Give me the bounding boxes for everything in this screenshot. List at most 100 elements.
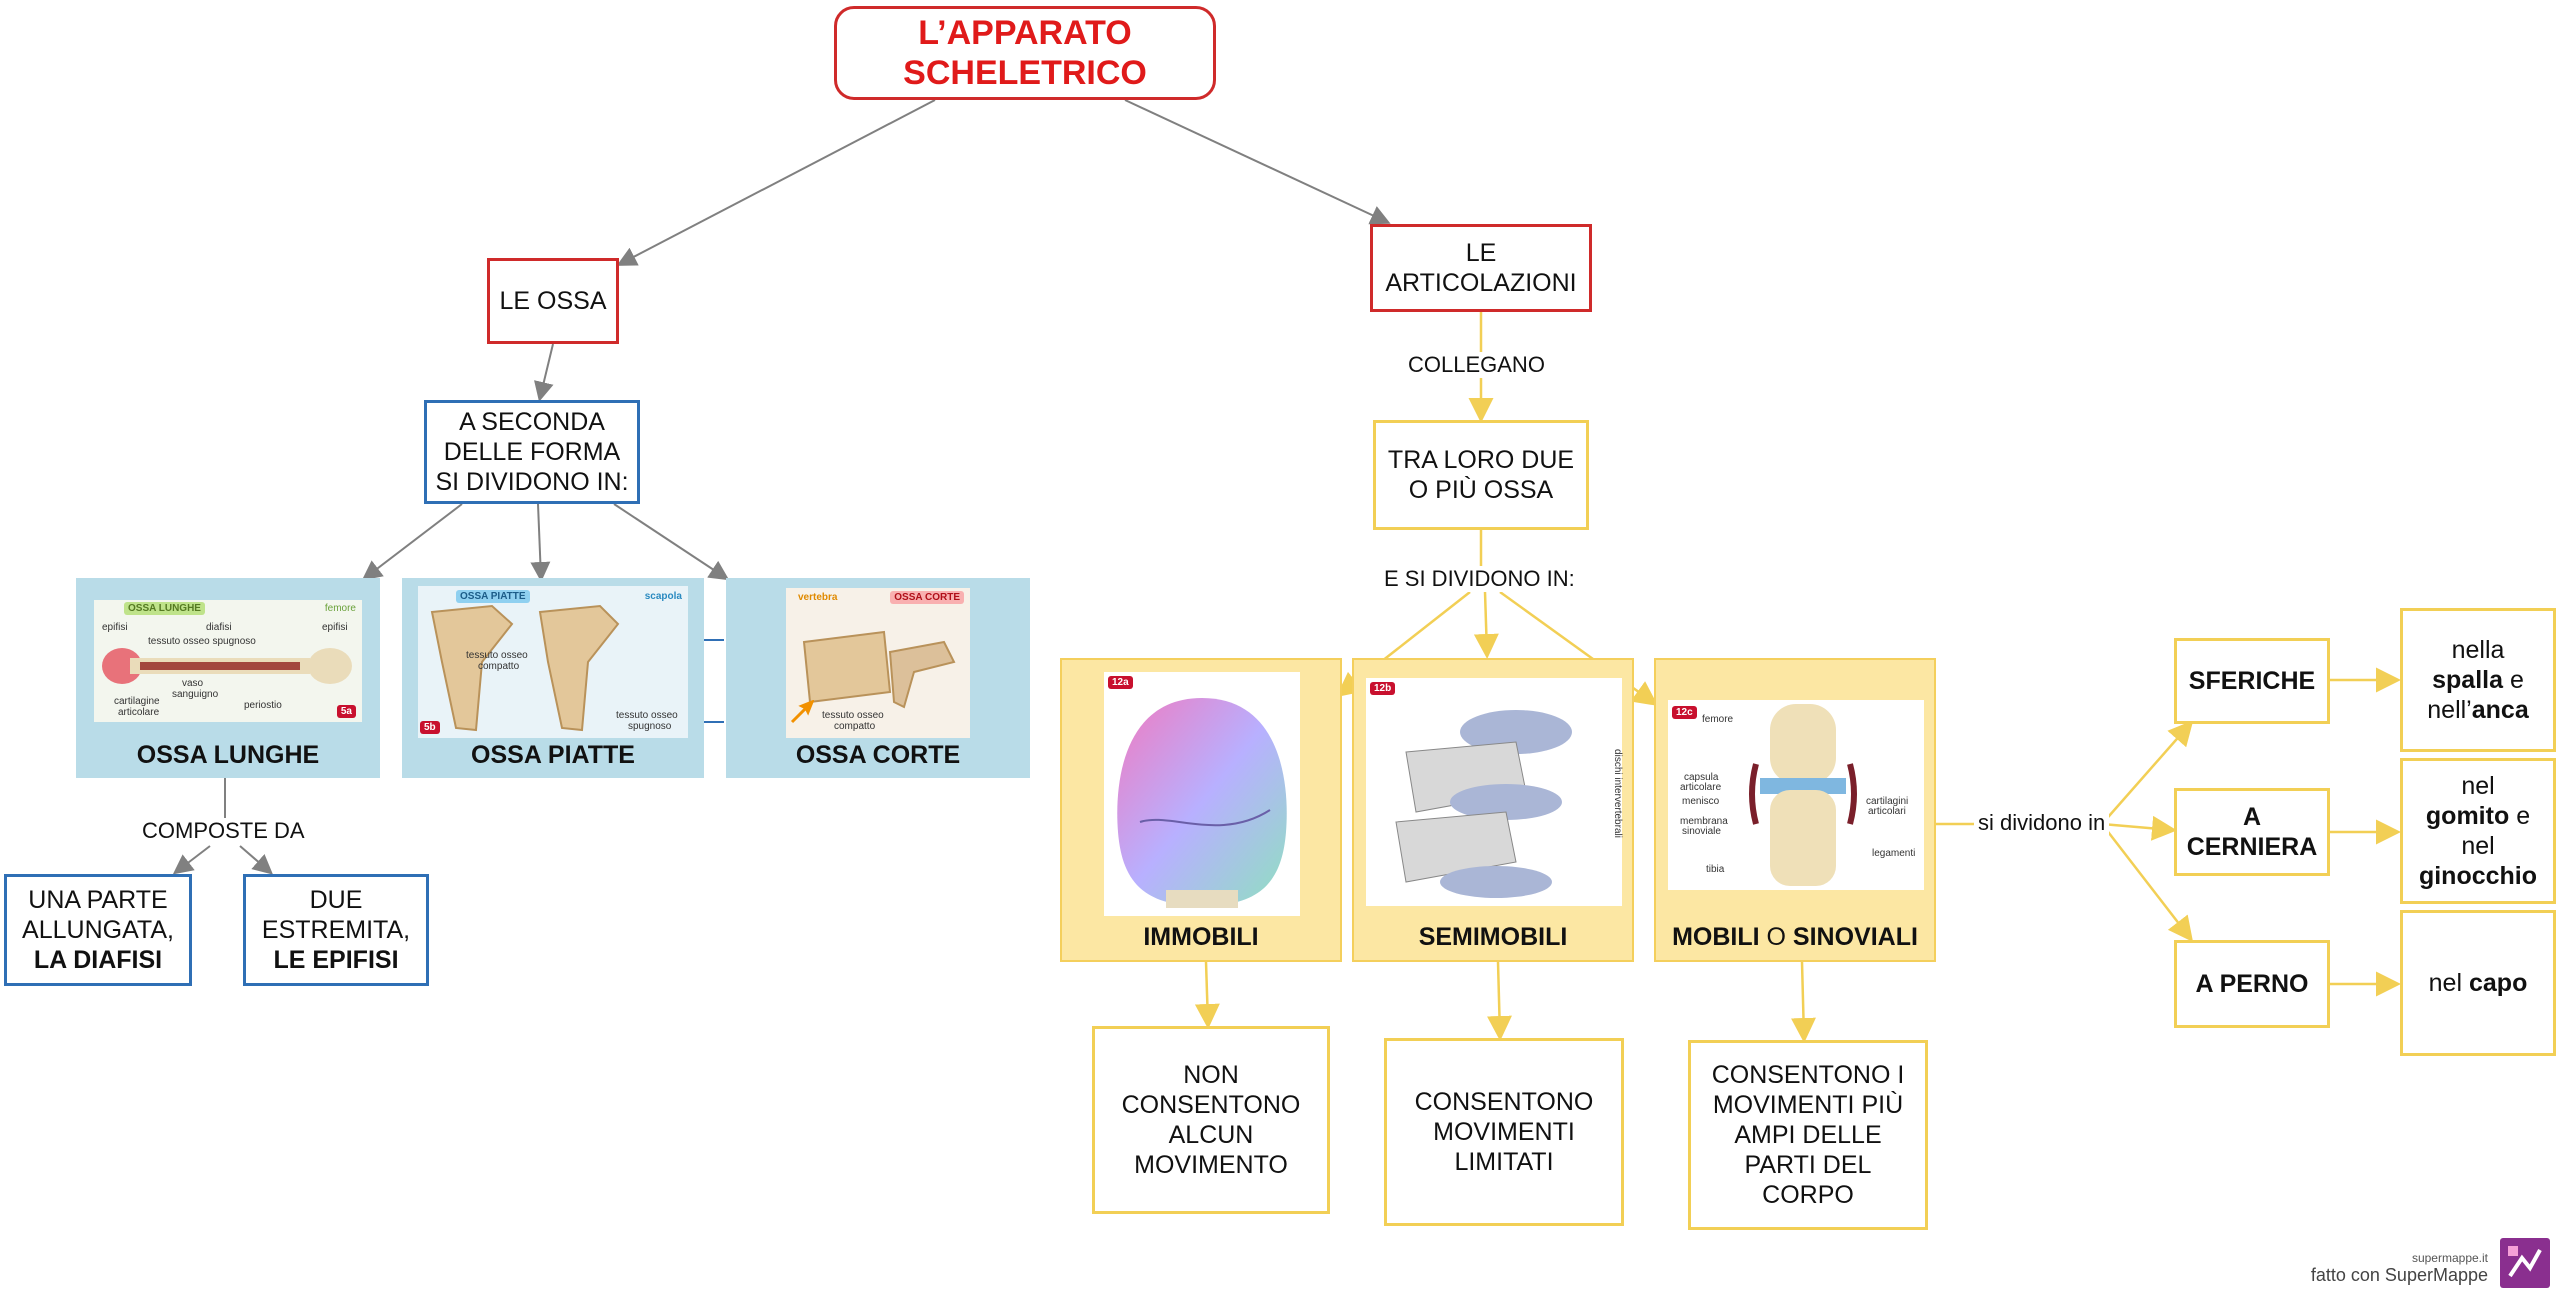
title-line-2: SCHELETRICO (903, 54, 1147, 92)
vertebra-drawing (802, 630, 956, 709)
perno-ex-capo: capo (2468, 969, 2528, 997)
sferiche-label: SFERICHE (2188, 667, 2316, 695)
badge-5b: 5b (420, 721, 440, 734)
ossa-corte-caption: OSSA CORTE (795, 741, 961, 769)
vaso-label: vaso (182, 678, 204, 689)
articolare-label: articolare (118, 707, 160, 718)
immobili-desc-box: NON CONSENTONO ALCUN MOVIMENTO (1092, 1026, 1330, 1214)
title-line-1: L’APPARATO (918, 14, 1132, 52)
supermappe-logo-icon[interactable] (2500, 1238, 2550, 1288)
cerniera-line-2: CERNIERA (2186, 833, 2318, 861)
epifisi-box: DUE ESTREMITA, LE EPIFISI (243, 874, 429, 986)
epifisi-label-right: epifisi (322, 622, 348, 633)
perno-ex-line: nel capo (2429, 968, 2528, 998)
cerniera-ex-gomito: gomito (2425, 802, 2510, 830)
tra-loro-line-2: O PIÙ OSSA (1408, 476, 1554, 504)
membrana-label-1: membrana (1680, 816, 1728, 827)
epifisi-line-3: LE EPIFISI (273, 946, 399, 974)
orange-arrow-icon (790, 700, 814, 724)
mobili-desc-line-3: AMPI DELLE (1734, 1121, 1882, 1149)
sferiche-example-box: nella spalla e nell’anca (2400, 608, 2556, 752)
diafisi-line-2: ALLUNGATA, (22, 916, 174, 944)
perno-label: A PERNO (2195, 970, 2309, 998)
articolazioni-line-1: LE (1465, 239, 1497, 267)
ossa-piatte-tag: OSSA PIATTE (456, 590, 530, 603)
sferiche-ex-e: e (2509, 666, 2524, 694)
le-ossa-box: LE OSSA (487, 258, 619, 344)
perno-example-box: nel capo (2400, 910, 2556, 1056)
piatte-compatto-label-2: compatto (478, 661, 520, 672)
sferiche-ex-line-1: nella (2451, 636, 2505, 664)
dischi-label: dischi intervertebrali (1612, 749, 1624, 838)
immobili-desc-line-1: NON (1183, 1061, 1239, 1089)
long-bone-drawing (102, 648, 352, 684)
sferiche-ex-anca: anca (2471, 696, 2529, 724)
mobili-caption: MOBILI O SINOVIALI (1656, 923, 1934, 952)
cartilagini-label-2: articolari (1868, 806, 1906, 817)
ossa-lunghe-image: OSSA LUNGHE femore epifisi diafisi epifi… (94, 600, 362, 722)
capsula-label-1: capsula (1684, 772, 1719, 783)
forma-line-2: DELLE FORMA (443, 438, 621, 466)
mobili-desc-line-5: CORPO (1762, 1181, 1854, 1209)
mobili-desc-box: CONSENTONO I MOVIMENTI PIÙ AMPI DELLE PA… (1688, 1040, 1928, 1230)
skull-drawing (1117, 698, 1287, 908)
sferiche-ex-line-3: nell’anca (2427, 695, 2528, 725)
diafisi-box: UNA PARTE ALLUNGATA, LA DIAFISI (4, 874, 192, 986)
epifisi-label-left: epifisi (102, 622, 128, 633)
immobili-desc-line-3: ALCUN (1168, 1121, 1254, 1149)
composte-da-label: COMPOSTE DA (138, 818, 309, 844)
ossa-piatte-caption: OSSA PIATTE (471, 741, 635, 769)
footer-made-with: fatto con SuperMappe (2310, 1265, 2488, 1285)
mobili-desc-line-2: MOVIMENTI PIÙ (1712, 1091, 1904, 1119)
legamenti-label: legamenti (1872, 848, 1916, 859)
knee-joint-drawing (1749, 704, 1857, 886)
scapola-label: scapola (644, 591, 682, 602)
scapula-drawing (430, 604, 620, 732)
semimobili-caption: SEMIMOBILI (1418, 923, 1568, 951)
ossa-corte-panel: vertebra OSSA CORTE tessuto osseo compat… (726, 578, 1030, 778)
mobili-image: 12c femore capsula articolare menisco me… (1668, 700, 1924, 890)
tra-loro-box: TRA LORO DUE O PIÙ OSSA (1373, 420, 1589, 530)
semimobili-desc-line-3: LIMITATI (1454, 1148, 1554, 1176)
collegano-label: COLLEGANO (1404, 352, 1549, 378)
ossa-lunghe-panel: OSSA LUNGHE femore epifisi diafisi epifi… (76, 578, 380, 778)
mobili-panel: 12c femore capsula articolare menisco me… (1654, 658, 1936, 962)
epifisi-line-1: DUE (309, 886, 363, 914)
piatte-compatto-label-1: tessuto osseo (466, 650, 528, 661)
tra-loro-line-1: TRA LORO DUE (1387, 446, 1575, 474)
footer-site[interactable]: supermappe.it (2411, 1251, 2488, 1265)
diafisi-line-1: UNA PARTE (28, 886, 168, 914)
membrana-label-2: sinoviale (1682, 826, 1721, 837)
semimobili-panel: 12b dischi intervertebrali SEMIMOBILI (1352, 658, 1634, 962)
diafisi-label: diafisi (206, 622, 232, 633)
mobili-desc-line-1: CONSENTONO I (1711, 1061, 1905, 1089)
mobili-caption-a: MOBILI (1672, 923, 1760, 951)
cartilagini-label-1: cartilagini (1866, 796, 1909, 807)
spine-drawing (1395, 710, 1572, 898)
capsula-label-2: articolare (1680, 782, 1722, 793)
cerniera-ex-e: e (2516, 802, 2531, 830)
sferiche-ex-nell: nell’ (2427, 696, 2472, 724)
articolazioni-line-2: ARTICOLAZIONI (1385, 269, 1577, 297)
mobili-caption-b: SINOVIALI (1792, 923, 1918, 951)
corte-compatto-label-2: compatto (834, 721, 876, 732)
ossa-corte-tag: OSSA CORTE (890, 591, 964, 604)
si-dividono-in-label: si dividono in (1974, 810, 2110, 836)
forma-box: A SECONDA DELLE FORMA SI DIVIDONO IN: (424, 400, 640, 504)
sanguigno-label: sanguigno (172, 689, 219, 700)
immobili-panel: 12a IMMOBILI (1060, 658, 1342, 962)
immobili-desc-line-2: CONSENTONO (1121, 1091, 1301, 1119)
semimobili-desc-line-2: MOVIMENTI (1433, 1118, 1575, 1146)
ossa-lunghe-caption: OSSA LUNGHE (136, 741, 320, 769)
sferiche-box: SFERICHE (2174, 638, 2330, 724)
cerniera-example-box: nel gomito e nel ginocchio (2400, 758, 2556, 904)
semimobili-image: 12b dischi intervertebrali (1366, 678, 1624, 906)
cerniera-line-1: A (2242, 803, 2262, 831)
femore-label: femore (324, 603, 356, 614)
articolazioni-box: LE ARTICOLAZIONI (1370, 224, 1592, 312)
cerniera-box: A CERNIERA (2174, 788, 2330, 876)
mobili-desc-line-4: PARTI DEL (1744, 1151, 1872, 1179)
ossa-piatte-panel: OSSA PIATTE scapola tessuto osseo compat… (402, 578, 704, 778)
sferiche-ex-spalla: spalla (2432, 666, 2503, 694)
diafisi-line-3: LA DIAFISI (33, 946, 163, 974)
